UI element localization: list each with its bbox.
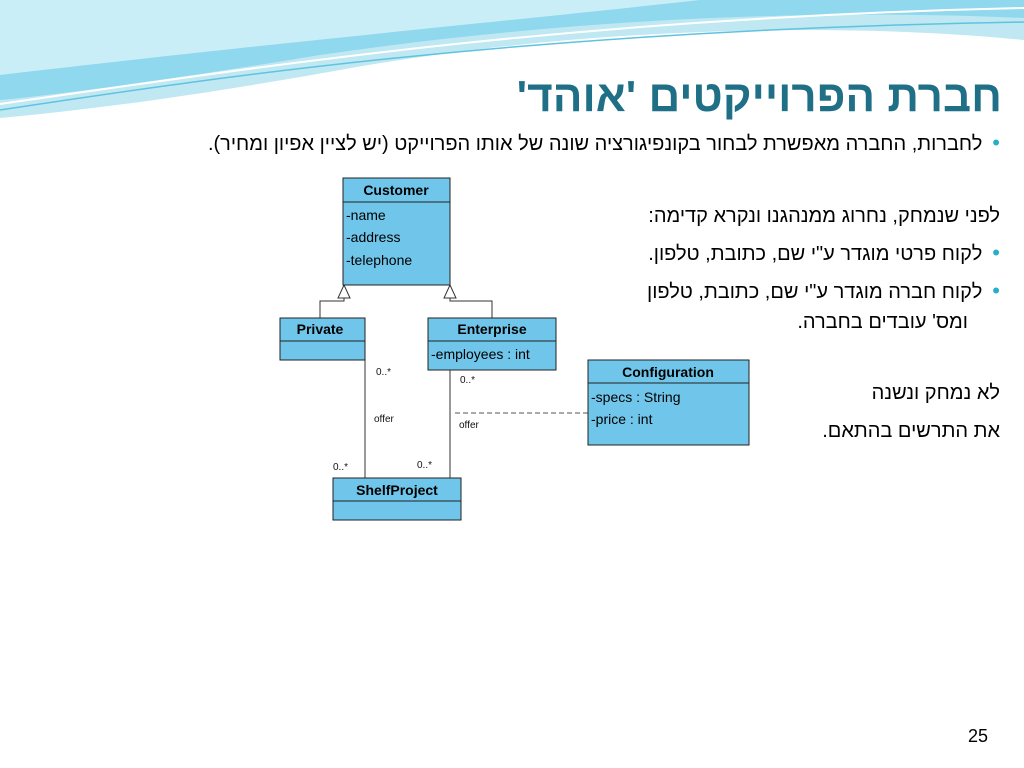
page-number: 25 [968, 726, 989, 746]
class-customer-attr-address: -address [346, 229, 400, 245]
slide-title: חברת הפרוייקטים 'אוהד' [516, 72, 1002, 121]
closing-line-2: את התרשים בהתאם. [822, 420, 1000, 442]
generalization-enterprise [443, 283, 493, 318]
class-configuration-name: Configuration [622, 364, 714, 380]
class-enterprise-name: Enterprise [457, 321, 526, 337]
class-shelfproject-name: ShelfProject [356, 482, 438, 498]
bullet-configuration-text: לחברות, החברה מאפשרת לבחור בקונפיגורציה … [207, 133, 983, 155]
bullet-enterprise-customer-cont: ומס' עובדים בחברה. [797, 311, 968, 333]
bullet-configuration: לחברות, החברה מאפשרת לבחור בקונפיגורציה … [208, 130, 1000, 156]
bullet-enterprise-customer: לקוח חברה מוגדר ע"י שם, כתובת, טלפון [647, 278, 1000, 304]
class-customer-name: Customer [363, 182, 429, 198]
class-configuration-attr-price: -price : int [591, 411, 653, 427]
class-customer-attr-telephone: -telephone [346, 252, 412, 268]
closing-line-1: לא נמחק ונשנה [871, 382, 1000, 404]
header-waves [0, 0, 1024, 118]
private-shelf-mult-top: 0..* [376, 367, 391, 378]
class-enterprise-attr-employees: -employees : int [431, 346, 530, 362]
class-configuration-attr-specs: -specs : String [591, 389, 680, 405]
class-private-name: Private [297, 321, 344, 337]
intro-text: לפני שנמחק, נחרוג ממנהגנו ונקרא קדימה: [648, 205, 1000, 227]
enterprise-shelf-label: offer [459, 420, 479, 431]
class-enterprise: Enterprise -employees : int [427, 317, 557, 371]
class-customer: Customer -name -address -telephone [342, 177, 451, 286]
generalization-private [319, 283, 351, 318]
private-shelf-mult-bottom: 0..* [333, 462, 348, 473]
bullet-private-customer: לקוח פרטי מוגדר ע"י שם, כתובת, טלפון. [648, 240, 1000, 266]
class-configuration: Configuration -specs : String -price : i… [587, 359, 750, 446]
bullet-private-customer-text: לקוח פרטי מוגדר ע"י שם, כתובת, טלפון. [648, 243, 983, 265]
private-shelf-label: offer [374, 414, 394, 425]
enterprise-shelf-mult-top: 0..* [460, 375, 475, 386]
class-shelfproject: ShelfProject [332, 477, 462, 521]
enterprise-shelf-mult-bottom: 0..* [417, 460, 432, 471]
class-customer-attr-name: -name [346, 207, 386, 223]
class-private: Private [279, 317, 366, 361]
bullet-enterprise-customer-text: לקוח חברה מוגדר ע"י שם, כתובת, טלפון [647, 281, 983, 303]
